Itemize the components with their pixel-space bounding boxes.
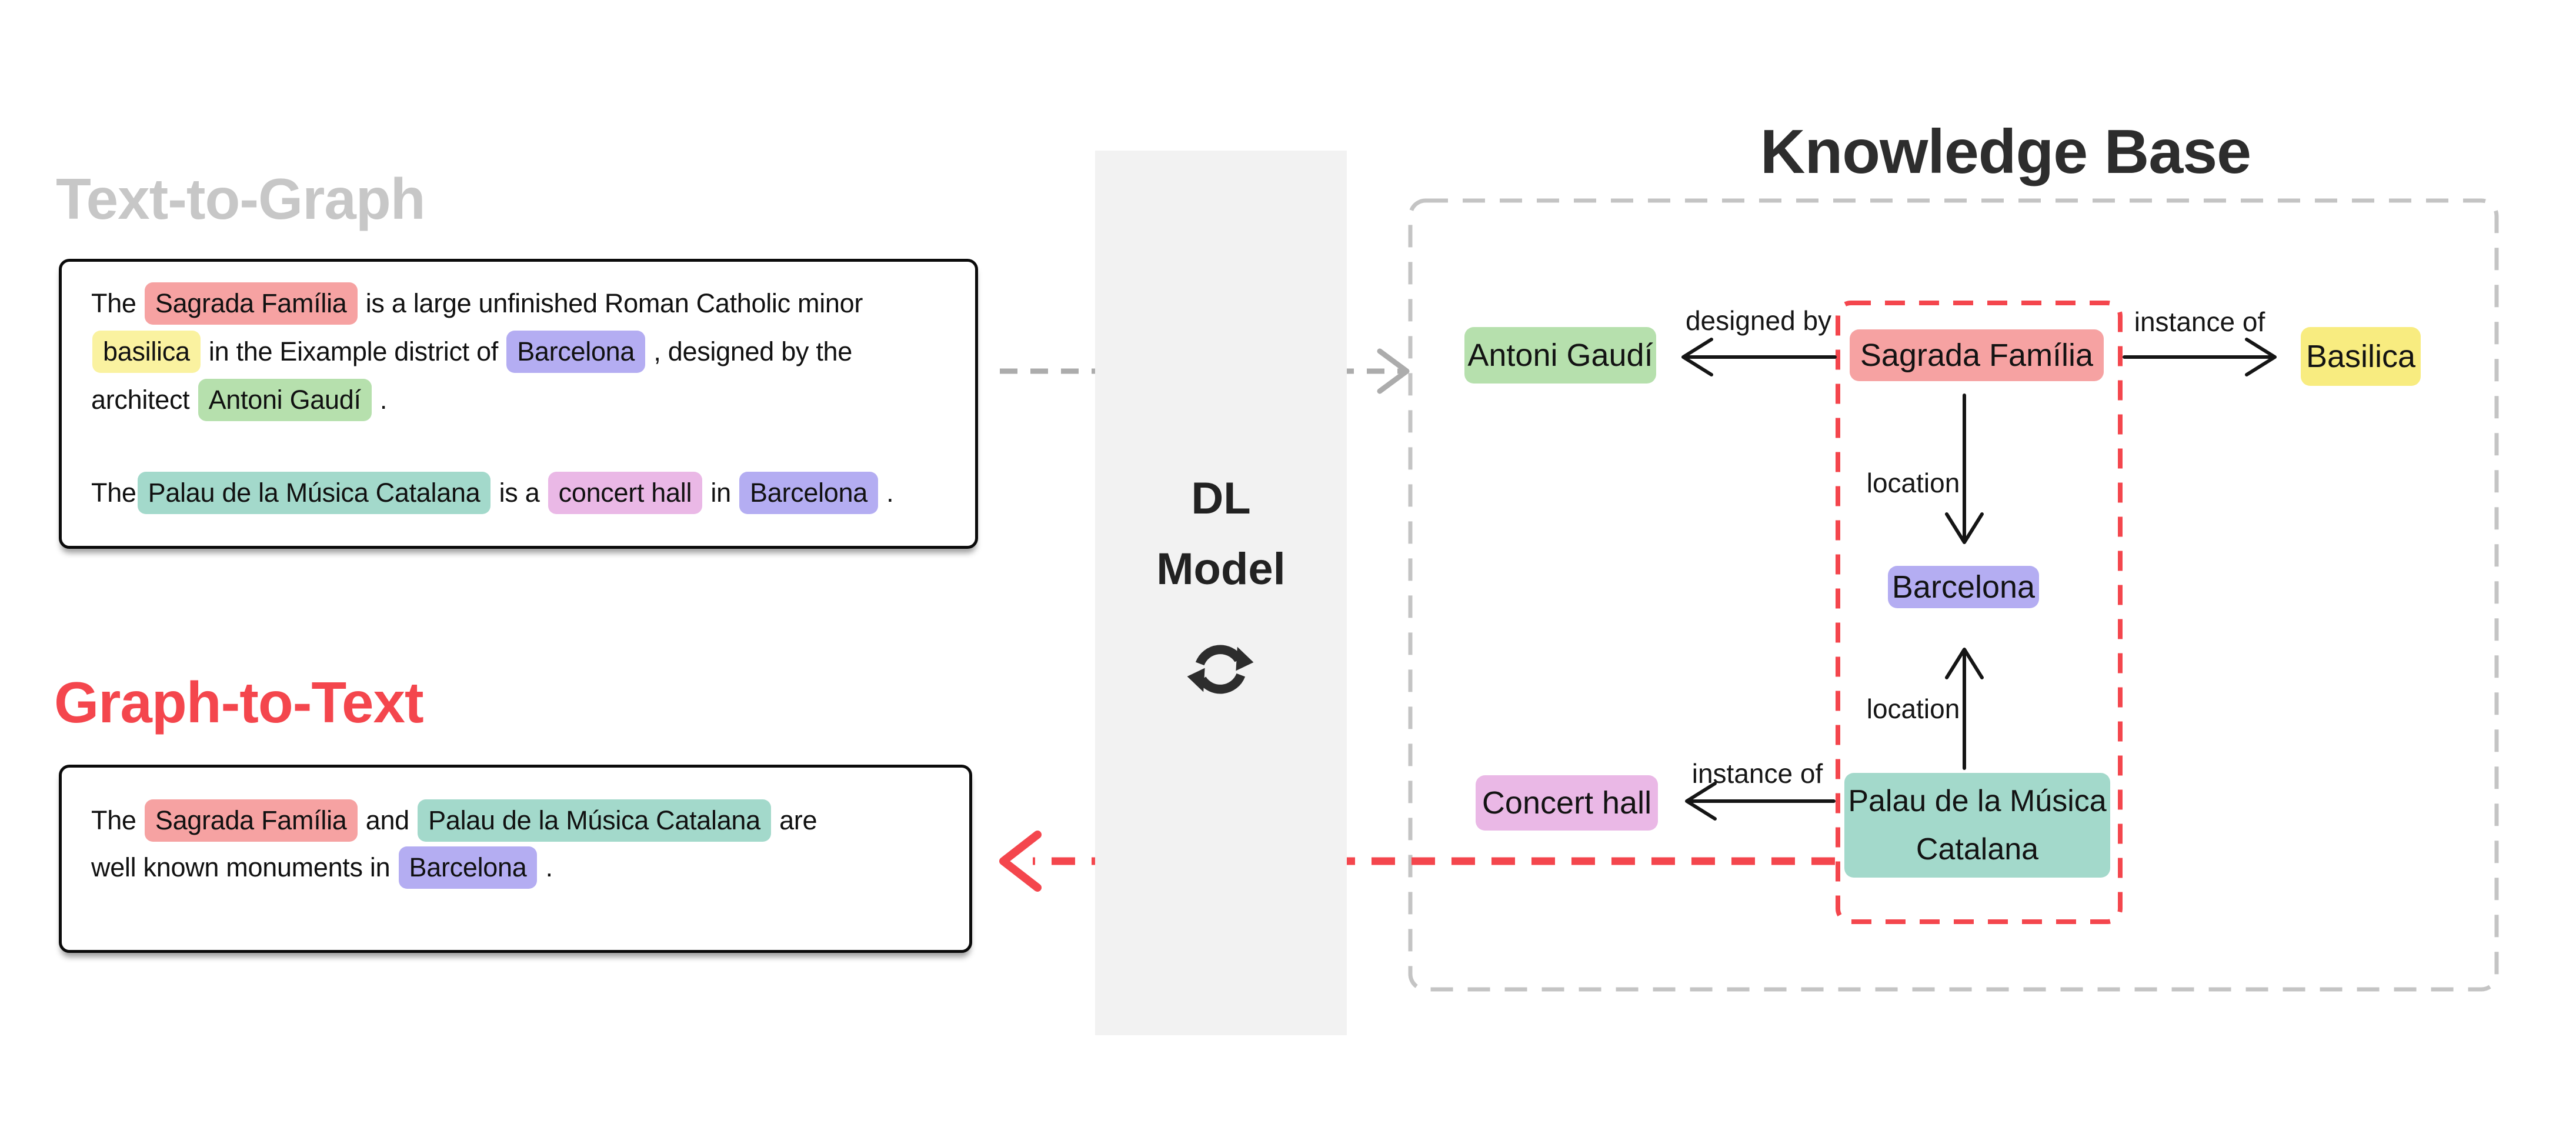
kb-node-barcelona: Barcelona [1888,566,2039,608]
plain-text: , designed by the [646,336,852,366]
edge-label-instance-of-sagrada: instance of [2134,306,2265,337]
plain-text: The [91,805,144,835]
input-text: The Sagrada Família is a large unfinishe… [91,279,952,517]
output-line: The Sagrada Família and Palau de la Músi… [91,797,946,844]
plain-text: is a [492,478,547,508]
plain-text: . [372,385,388,415]
edge-designed-by-arrow [1681,338,1837,376]
kb-node-basilica: Basilica [2301,327,2421,386]
kb-node-sagrada-familia: Sagrada Família [1850,329,2104,381]
kb-node-antoni-gaudi: Antoni Gaudí [1464,327,1656,384]
knowledge-base-title: Knowledge Base [1760,117,2251,186]
plain-text: and [358,805,417,835]
plain-text: in the Eixample district of [201,336,506,366]
dl-model-label-line2: Model [1156,544,1286,594]
dl-model-label-line1: DL [1191,474,1251,524]
entity-chip-purple: Barcelona [506,331,646,374]
plain-text: The [91,288,144,318]
sync-icon [1182,634,1259,705]
entity-chip-magenta: concert hall [548,472,703,515]
paragraph-gap [91,424,952,469]
edge-label-location-palau: location [1866,693,1960,724]
plain-text: architect [91,385,197,415]
entity-chip-pink: Sagrada Família [144,282,358,325]
plain-text: are [772,805,817,835]
input-line: The Sagrada Família is a large unfinishe… [91,279,952,328]
entity-chip-green: Antoni Gaudí [198,379,372,422]
kb-node-palau: Palau de la Música Catalana [1844,773,2110,878]
entity-chip-yellow_chip: basilica [92,331,201,374]
output-line: well known monuments in Barcelona . [91,844,946,891]
plain-text: well known monuments in [91,852,398,882]
edge-label-instance-of-palau: instance of [1691,758,1823,789]
graph-to-text-title: Graph-to-Text [54,670,424,735]
edge-label-location-sagrada: location [1866,468,1960,498]
entity-chip-purple: Barcelona [398,846,538,889]
edge-label-designed-by: designed by [1685,305,1832,336]
input-line: basilica in the Eixample district of Bar… [91,328,952,376]
dl-model-box [1095,151,1347,1035]
input-line: architect Antoni Gaudí . [91,376,952,424]
entity-chip-teal: Palau de la Música Catalana [418,799,771,842]
kb-node-palau-line1: Palau de la Música [1848,784,2107,818]
kb-node-concert-hall: Concert hall [1476,775,1658,831]
text-to-graph-title: Text-to-Graph [56,166,426,231]
input-text-box: The Sagrada Família is a large unfinishe… [59,259,978,549]
plain-text: . [538,852,553,882]
entity-chip-purple: Barcelona [739,472,878,515]
plain-text: . [879,478,894,508]
kb-node-palau-line2: Catalana [1916,832,2039,866]
dl-model-label: DL Model [1095,464,1347,605]
entity-chip-teal: Palau de la Música Catalana [137,472,491,515]
plain-text: The [91,478,136,508]
edge-instance-of-sagrada-arrow [2123,338,2277,376]
plain-text: is a large unfinished Roman Catholic min… [358,288,863,318]
output-text: The Sagrada Família and Palau de la Músi… [91,797,946,891]
entity-chip-pink: Sagrada Família [144,799,358,842]
output-text-box: The Sagrada Família and Palau de la Músi… [59,765,972,953]
plain-text: in [703,478,739,508]
